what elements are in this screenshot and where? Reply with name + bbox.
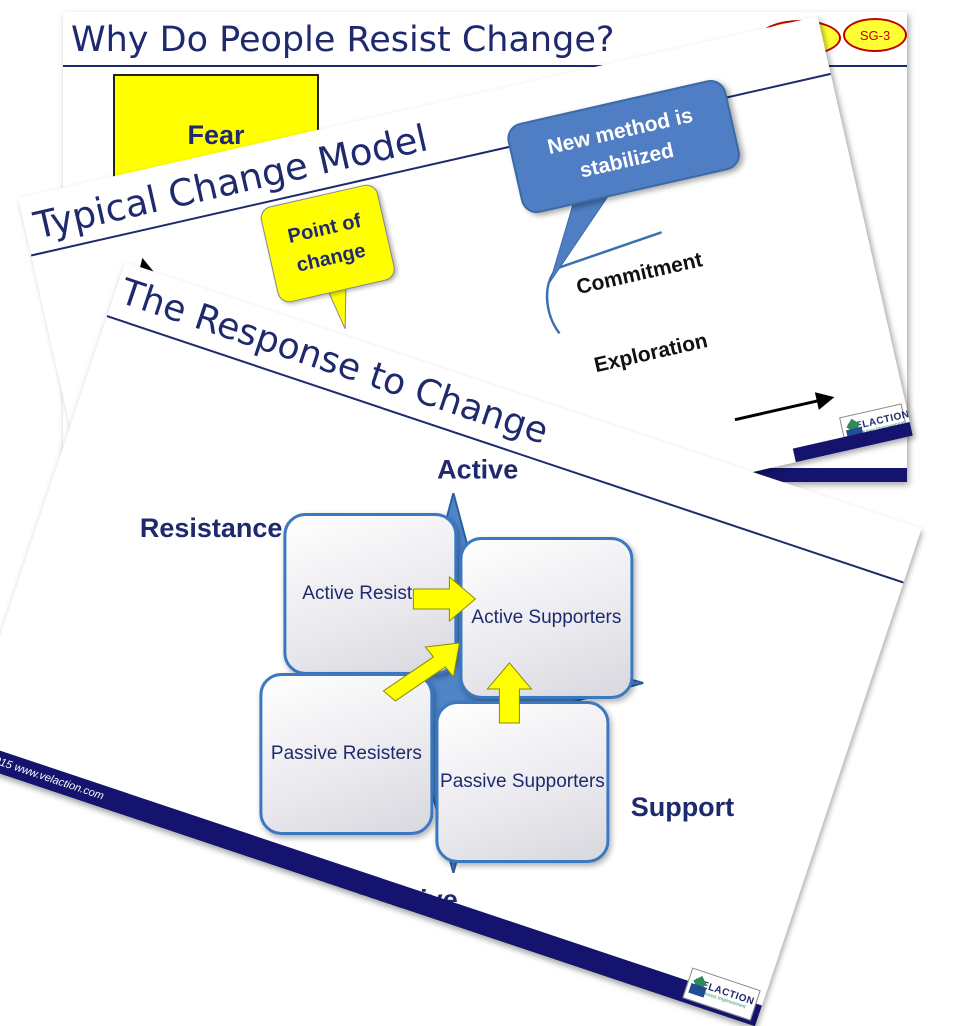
title-rule: [63, 65, 907, 67]
arrow-passive-supporters-to-supporters: [486, 662, 533, 724]
fear-label: Fear: [187, 120, 245, 150]
slide-title: Why Do People Resist Change?: [71, 20, 615, 60]
response-matrix: Active Resisters Active Supporters Passi…: [259, 492, 644, 873]
arrow-passive-resisters-to-supporters: [382, 642, 461, 702]
slide-response-to-change: The Response to Change Active Resisters …: [0, 262, 922, 1026]
movement-arrows: [382, 575, 533, 724]
x-axis-arrow: [734, 398, 822, 422]
arrow-resisters-to-supporters: [412, 575, 477, 623]
slide-id-badge-secondary: SG-3: [843, 18, 907, 52]
point-callout-tail: [327, 286, 347, 329]
axis-label-resistance: Resistance: [139, 513, 283, 544]
axis-label-active: Active: [437, 454, 519, 485]
axis-label-support: Support: [630, 792, 735, 823]
x-axis-arrowhead: [814, 392, 835, 410]
velaction-logo-icon: [688, 975, 694, 992]
